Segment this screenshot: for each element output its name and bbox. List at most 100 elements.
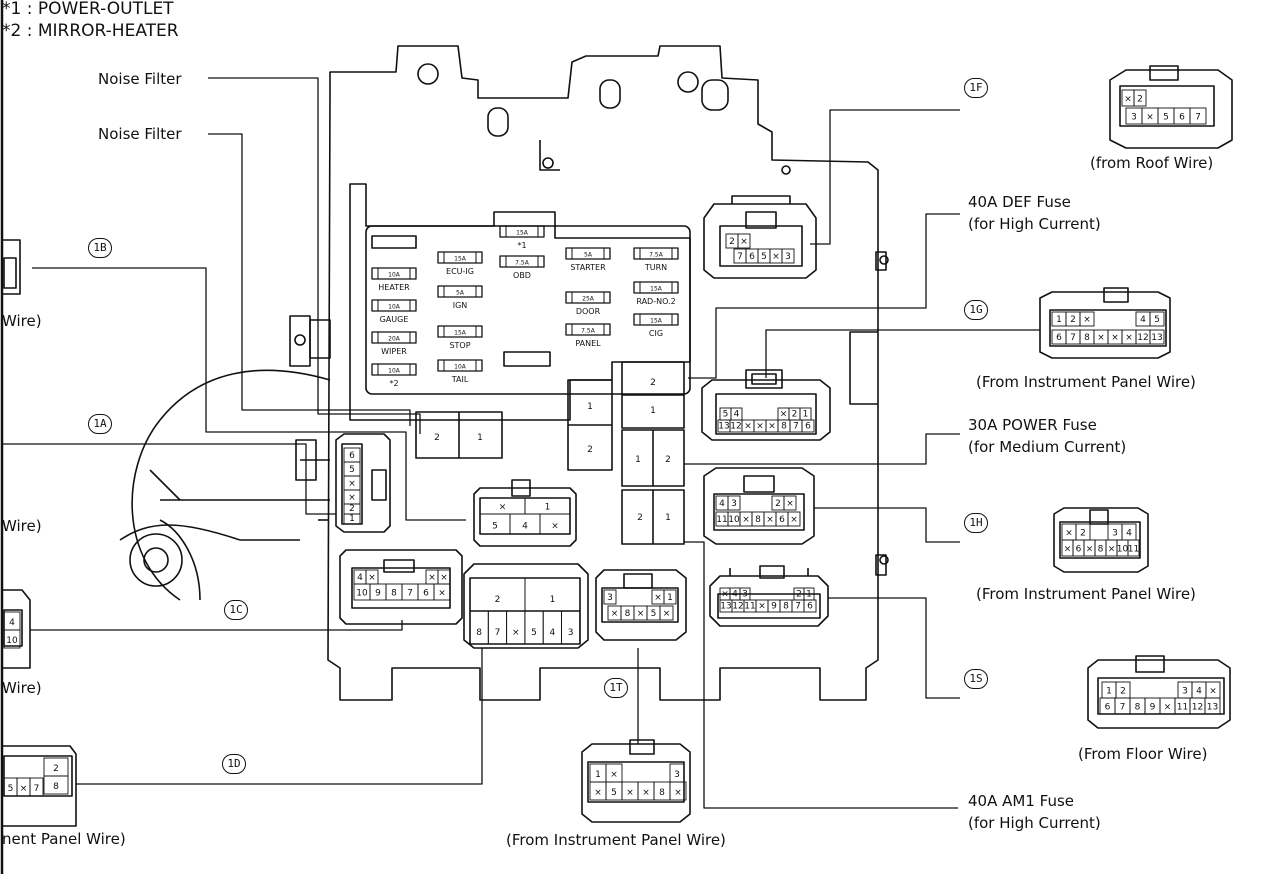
pin-label: 7 (737, 252, 743, 262)
pin-label: 13 (720, 602, 731, 612)
pin-cell (1149, 329, 1165, 345)
relay-number: 1 (665, 513, 671, 523)
pin-label: × (512, 628, 520, 638)
pin-label: 13 (1151, 333, 1162, 343)
pin-label: 2 (729, 237, 735, 247)
connector-id-1c: 1C (224, 600, 248, 620)
pin-label: × (663, 609, 671, 619)
pin-label: × (1064, 545, 1072, 555)
pins-1h-main-top-r: 2× (771, 495, 797, 511)
pin-label: × (790, 515, 798, 525)
pin-label: 3 (674, 770, 680, 780)
fuse-amp: 20A (388, 336, 401, 343)
relay-number: 2 (434, 433, 440, 443)
pin-label: 1 (803, 410, 809, 420)
pin-label: × (654, 593, 662, 603)
pin-label: 8 (659, 788, 665, 798)
pin-label: 1 (545, 503, 551, 513)
pin-label: 2 (1137, 95, 1143, 105)
pin-label: 1 (595, 770, 601, 780)
pin-label: × (594, 788, 602, 798)
connector-1f-remote (1109, 65, 1233, 149)
pins-1t-main-top-r: ×1 (651, 589, 677, 605)
pin-cell (433, 583, 451, 601)
fuse-slot: 15A*1 (499, 225, 545, 250)
pin-label: 6 (749, 252, 755, 262)
connector-id-1f: 1F (964, 78, 988, 98)
pins-1t-remote-top-l: 1× (589, 763, 623, 783)
pin-label: 6 (779, 515, 785, 525)
pin-label: 8 (391, 589, 397, 599)
fuse-name: OBD (513, 271, 531, 280)
connector-1g-remote (1039, 287, 1171, 359)
pin-cell (1079, 311, 1095, 327)
pin-label: 12 (732, 602, 743, 612)
connector-id-1a: 1A (88, 414, 112, 434)
wire-label-left-1b: Wire) (2, 312, 42, 330)
pin-label: 9 (375, 589, 381, 599)
pin-label: 5 (492, 521, 498, 531)
fuse-amp: 10A (454, 364, 467, 371)
connector-1b-left (1, 239, 21, 295)
pin-cell (539, 513, 571, 535)
pin-label: 7 (495, 628, 501, 638)
pins-1t-main-top-l: 3 (603, 589, 617, 605)
pin-label: 5 (761, 252, 767, 262)
pin-label: 1 (806, 590, 812, 600)
fuse-name: *1 (517, 241, 526, 250)
pin-label: 12 (1137, 333, 1148, 343)
wire-label-left-1a: Wire) (2, 517, 42, 535)
pin-label: 8 (755, 515, 761, 525)
fuse-name: TAIL (451, 375, 469, 384)
pin-label: × (1209, 687, 1217, 697)
pin-label: 13 (718, 422, 729, 432)
pin-label: 4 (1140, 315, 1146, 325)
connector-id-1g: 1G (964, 300, 988, 320)
pin-label: 8 (625, 609, 631, 619)
pin-label: 4 (719, 499, 725, 509)
wire-label-left-1d: nent Panel Wire) (2, 830, 126, 848)
pin-label: × (766, 515, 774, 525)
note-power-outlet: *1 : POWER-OUTLET (2, 0, 174, 19)
pin-cell (1204, 697, 1221, 715)
connector-id-1d: 1D (222, 754, 246, 774)
wire-label-ip-1t: (From Instrument Panel Wire) (506, 831, 726, 849)
connector-id-1t: 1T (604, 678, 628, 698)
pin-label: × (438, 589, 446, 599)
fuse-name: ECU-IG (446, 267, 474, 276)
pin-label: 13 (1207, 703, 1218, 713)
fuse-amp: 15A (454, 256, 467, 263)
pin-label: × (780, 410, 788, 420)
wire-label-roof: (from Roof Wire) (1090, 154, 1214, 172)
pin-label: 6 (1179, 113, 1185, 123)
pin-label: × (637, 609, 645, 619)
pin-label: 6 (1105, 703, 1111, 713)
wire-label-floor: (From Floor Wire) (1078, 745, 1208, 763)
mounting-bracket (119, 369, 331, 601)
pin-cell (1149, 311, 1165, 327)
pin-cell (1127, 539, 1140, 557)
fuse-amp: 5A (584, 252, 593, 259)
fuse-name: *2 (389, 379, 398, 388)
am1-fuse-label: 40A AM1 Fuse (968, 792, 1074, 810)
am1-fuse-sub: (for High Current) (968, 814, 1101, 832)
pin-label: × (1083, 315, 1091, 325)
pin-label: 6 (1056, 333, 1062, 343)
fuse-name: DOOR (576, 307, 601, 316)
pin-label: 1 (1056, 315, 1062, 325)
pin-label: 12 (1192, 703, 1203, 713)
pin-label: 5 (1163, 113, 1169, 123)
pin-label: × (1124, 95, 1132, 105)
pin-label: × (348, 493, 356, 503)
connector-1h-remote (1053, 507, 1149, 573)
